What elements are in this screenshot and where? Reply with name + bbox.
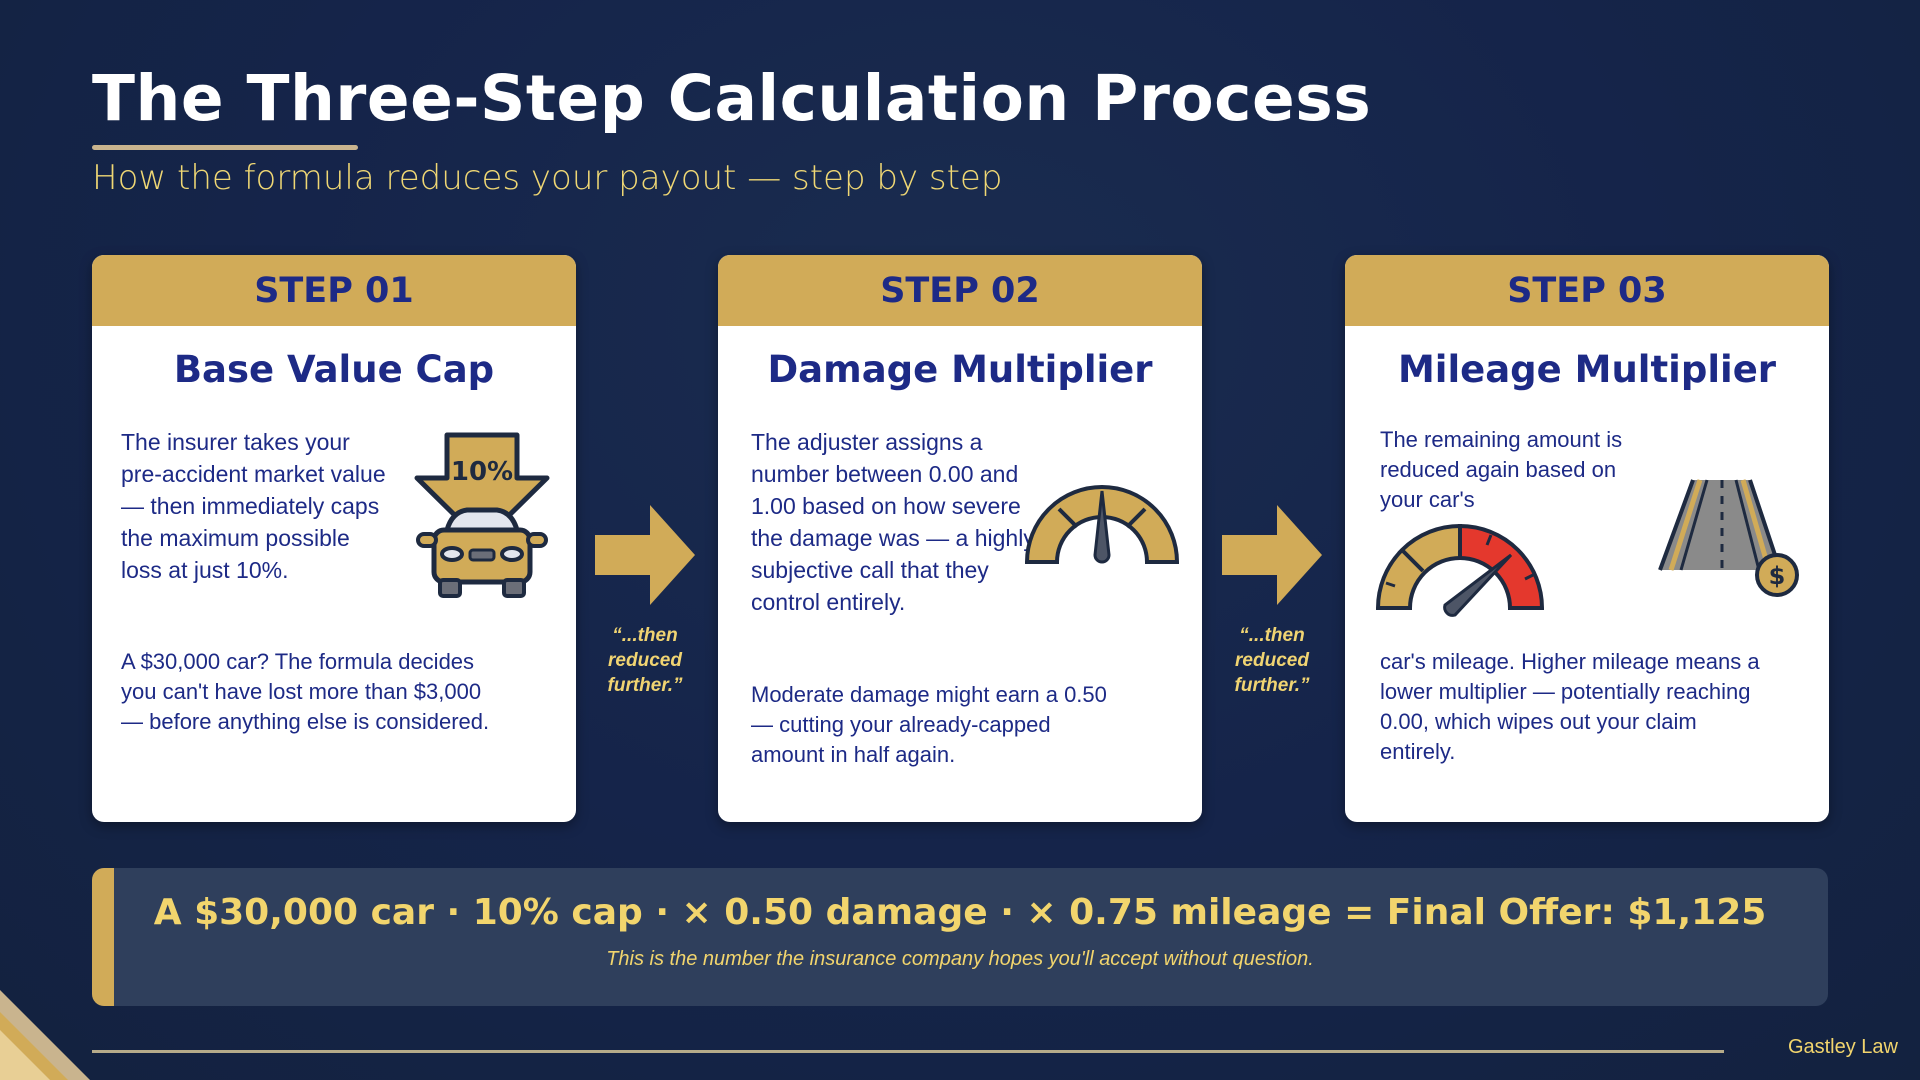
step-card-3: STEP 03 Mileage Multiplier The remaining… — [1345, 255, 1829, 822]
step-title: Base Value Cap — [173, 348, 495, 391]
step-description: The adjuster assigns a number between 0.… — [751, 429, 1035, 615]
right-arrow-icon — [1222, 505, 1322, 605]
speedometer-icon — [1375, 523, 1545, 617]
step-title: Damage Multiplier — [767, 348, 1153, 391]
summary-note: This is the number the insurance company… — [606, 948, 1314, 970]
summary-formula: A $30,000 car · 10% cap · × 0.50 damage … — [153, 892, 1767, 933]
summary-banner: A $30,000 car · 10% cap · × 0.50 damage … — [92, 868, 1828, 1006]
connector-caption: “...then reduced further.” — [1234, 625, 1310, 696]
road-with-dollar-icon: $ — [1658, 479, 1799, 597]
page-subtitle: How the formula reduces your payout — st… — [92, 158, 1003, 198]
brand-name: Gastley Law — [1787, 1036, 1898, 1058]
car-with-down-arrow-icon: 10% — [414, 432, 550, 598]
connector-caption: “...then reduced further.” — [607, 625, 683, 696]
corner-decoration — [0, 990, 90, 1080]
footer-divider — [92, 1050, 1724, 1053]
step-description: The remaining amount is reduced again ba… — [1380, 427, 1623, 512]
connector-2: “...then reduced further.” — [1212, 505, 1332, 698]
step-description: The insurer takes your pre-accident mark… — [121, 429, 386, 583]
right-arrow-icon — [595, 505, 695, 605]
svg-text:10%: 10% — [451, 457, 513, 487]
step-example: A $30,000 car? The formula decides you c… — [121, 649, 490, 734]
step-card-2: STEP 02 Damage Multiplier The adjuster a… — [718, 255, 1202, 822]
step-label: STEP 02 — [718, 255, 1202, 326]
summary-accent-bar — [92, 868, 114, 1006]
step-label: STEP 03 — [1345, 255, 1829, 326]
page-title: The Three-Step Calculation Process — [92, 62, 1372, 135]
connector-1: “...then reduced further.” — [585, 505, 705, 698]
title-underline — [92, 145, 358, 150]
step-card-1: STEP 01 Base Value Cap The insurer takes… — [92, 255, 576, 822]
step-title: Mileage Multiplier — [1397, 348, 1777, 391]
step-example: car's mileage. Higher mileage means a lo… — [1380, 649, 1760, 764]
step-example: Moderate damage might earn a 0.50 — cutt… — [751, 682, 1107, 767]
gauge-icon — [1024, 485, 1180, 564]
svg-text:$: $ — [1769, 562, 1786, 590]
step-label: STEP 01 — [92, 255, 576, 326]
